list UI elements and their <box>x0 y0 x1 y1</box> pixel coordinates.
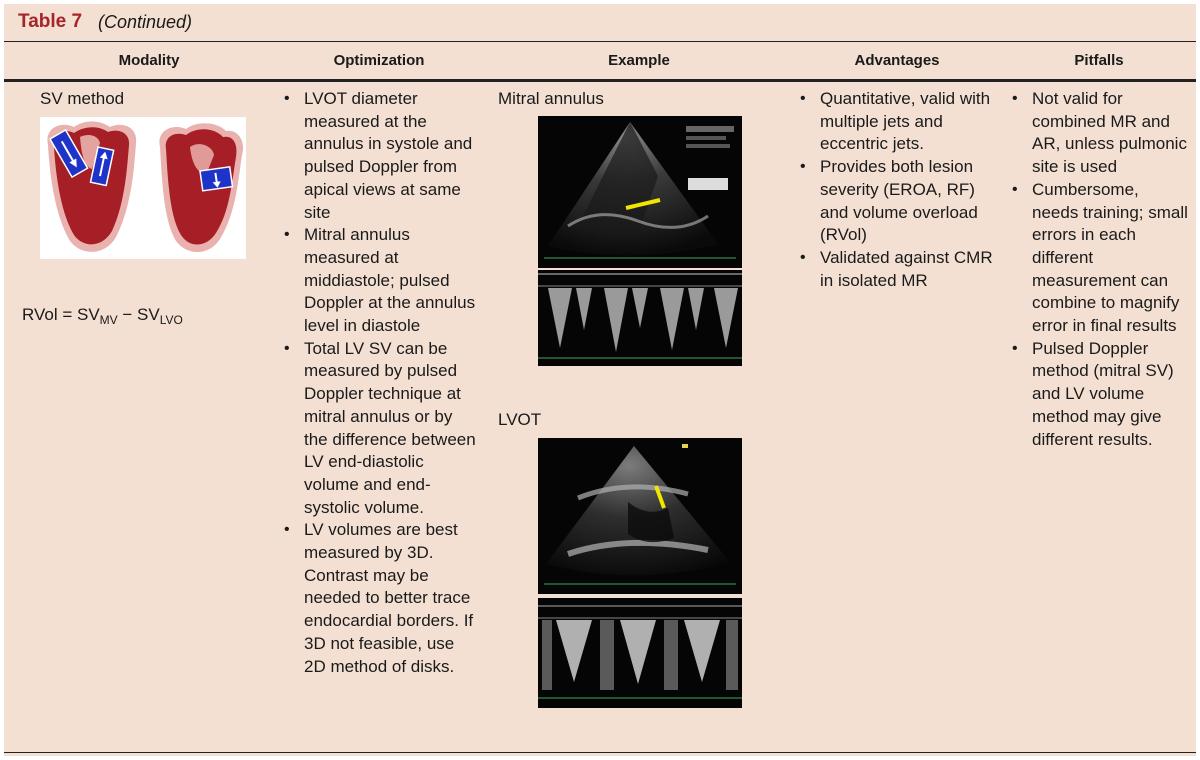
rvol-formula: RVol = SVMV − SVLVO <box>22 304 183 332</box>
advantage-item: Quantitative, valid with multiple jets a… <box>796 88 996 156</box>
example-label-lvot: LVOT <box>498 410 542 429</box>
lvot-echo-graphic <box>544 444 736 585</box>
pitfall-item: Not valid for combined MR and AR, unless… <box>1008 88 1188 179</box>
table-title-bar: Table 7 (Continued) <box>4 4 1196 40</box>
header-optimization: Optimization <box>333 52 425 69</box>
optimization-item: Mitral annulus measured at middiastole; … <box>280 224 480 338</box>
heart-diagram <box>40 117 246 259</box>
formula-minus: − SV <box>117 305 160 324</box>
header-example: Example <box>608 52 670 69</box>
formula-subscript-mv: MV <box>99 313 118 327</box>
mitral-echo-image <box>538 116 742 268</box>
advantage-item: Validated against CMR in isolated MR <box>796 247 996 292</box>
advantage-item: Provides both lesion severity (EROA, RF)… <box>796 156 996 247</box>
heart-illustration <box>47 121 244 253</box>
header-pitfalls: Pitfalls <box>1074 52 1124 69</box>
header-modality: Modality <box>118 52 180 69</box>
table-continued-label: (Continued) <box>98 12 193 32</box>
optimization-item: Total LV SV can be measured by pulsed Do… <box>280 338 480 520</box>
lvot-echo-image <box>538 438 742 594</box>
header-rule <box>4 79 1196 82</box>
mitral-doppler-image <box>538 270 742 366</box>
mitral-echo-graphic <box>544 122 736 259</box>
mitral-doppler-graphic <box>538 273 742 359</box>
formula-prefix: RVol = SV <box>22 305 100 324</box>
table-page: Table 7 (Continued) Modality Optimizatio… <box>4 4 1196 756</box>
optimization-item: LVOT diameter measured at the annulus in… <box>280 88 480 224</box>
lvot-doppler-image <box>538 598 742 708</box>
lvot-doppler-graphic <box>538 605 742 699</box>
modality-name: SV method <box>40 89 125 108</box>
pitfall-item: Pulsed Doppler method (mitral SV) and LV… <box>1008 338 1188 452</box>
example-label-mitral: Mitral annulus <box>498 89 604 108</box>
optimization-item: LV volumes are best measured by 3D. Cont… <box>280 519 480 678</box>
pitfall-item: Cumbersome, needs training; small errors… <box>1008 179 1188 338</box>
optimization-cell: LVOT diameter measured at the annulus in… <box>280 88 480 678</box>
top-rule <box>4 41 1196 42</box>
formula-subscript-lvo: LVO <box>159 313 183 327</box>
bottom-rule <box>4 752 1196 753</box>
advantages-cell: Quantitative, valid with multiple jets a… <box>796 88 996 292</box>
table-label: Table 7 <box>18 11 83 32</box>
pitfalls-cell: Not valid for combined MR and AR, unless… <box>1008 88 1188 451</box>
header-advantages: Advantages <box>854 52 940 69</box>
